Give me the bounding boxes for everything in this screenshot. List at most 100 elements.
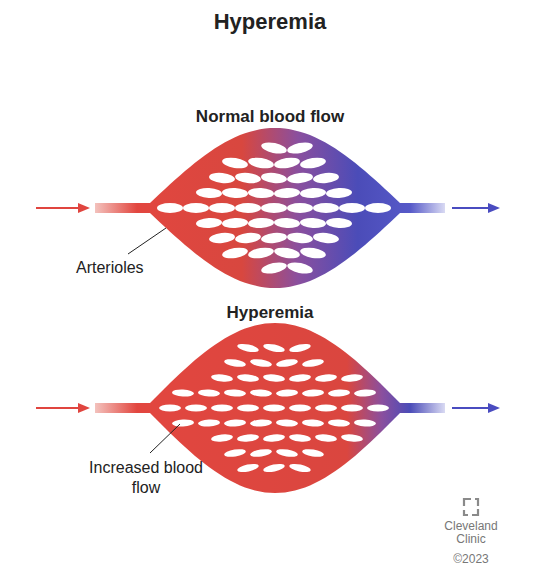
vessel-gap [260,260,288,275]
section-heading: Hyperemia [0,302,540,323]
vessel-gap [263,405,285,412]
vessel-gap [328,419,350,427]
vessel-gap [235,172,262,185]
vessel-gap [261,232,288,245]
part-label: Increased blood flow [86,458,206,498]
vessel-gap [248,187,274,198]
vessel-gap [224,389,246,397]
vessel-gap [237,342,260,353]
vessel-gap [263,433,286,442]
logo-text: Cleveland Clinic [436,520,506,546]
vessel-gap [224,358,247,368]
vessel-gap [198,389,220,397]
vessel-gap [274,217,300,228]
vessel-gap [237,405,259,412]
vessel-gap [209,172,236,185]
vessel-gap [250,389,272,397]
vessel-gap [248,217,274,228]
vessel-gap [211,433,234,442]
vessel-gap [276,389,298,397]
vessel-gap [250,419,272,427]
vessel-gap [286,140,314,155]
leader-line [128,228,166,254]
vessel-gap [300,187,326,198]
vessel-gap [209,232,236,245]
vessel-gap [365,203,391,213]
vessel-gap [287,203,313,213]
vessel-gap [235,232,262,245]
vessel-gap [276,419,298,427]
vessel-gap [261,203,287,213]
vessel-gap [276,448,299,458]
vessel-gap [326,217,352,228]
vessel-gap [302,389,324,397]
vessel-gap [326,187,352,198]
logo-icon [464,499,478,515]
vessel-gap [302,448,325,458]
vessel-gap [221,156,248,170]
vessel-gap [221,246,248,260]
vessel-gap [172,389,194,397]
vessel-gap [157,203,183,213]
vessel-gap [247,246,274,260]
vessel-gap [261,172,288,185]
vessel-gap [289,462,312,473]
vessel-gap [273,156,300,170]
vessel-gap [315,433,338,442]
vessel-gap [367,405,389,412]
vessel-gap [341,405,363,412]
vessel-gap [263,342,286,353]
vessel-gap [274,187,300,198]
vessel-gap [222,217,248,228]
copyright-note: ©2023 [436,552,506,567]
diagram-title: Hyperemia [0,8,540,36]
vessel-gap [237,462,260,473]
vessel-gap [235,203,261,213]
vessel-gap [224,419,246,427]
vessel-gap [172,419,194,427]
vessel-gap [313,172,340,185]
vessel-gap [196,217,222,228]
vessel-gap [354,419,376,427]
vessel-gap [287,232,314,245]
vessel-gap [224,448,247,458]
vessel-gap [315,373,338,382]
vessel-gap [302,358,325,368]
vessel-gap [300,217,326,228]
vessel-gap [299,246,326,260]
vessel-gap [289,405,311,412]
vessel-gap [302,419,324,427]
vessel-gap [339,203,365,213]
normal-vessel-network [95,128,445,288]
vessel-gap [183,203,209,213]
vessel-outline [95,128,445,288]
vessel-gap [211,373,234,382]
vessel-gap [237,373,260,382]
section-heading: Normal blood flow [0,106,540,127]
vessel-gap [341,373,364,382]
vessel-gap [299,156,326,170]
part-label: Arterioles [76,258,144,278]
vessel-gap [185,405,207,412]
vessel-gap [209,203,235,213]
leader-line [150,424,180,453]
vessel-gap [273,246,300,260]
vessel-gap [247,156,274,170]
vessel-gap [328,389,350,397]
vessel-gap [287,172,314,185]
vessel-gap [313,232,340,245]
vessel-gap [159,405,181,412]
vessel-gap [250,448,273,458]
vessel-gap [250,358,273,368]
vessel-gap [222,187,248,198]
vessel-gap [341,433,364,442]
vessel-gap [354,389,376,397]
vessel-gap [263,462,286,473]
vessel-gap [198,419,220,427]
vessel-gap [260,140,288,155]
vessel-gap [289,373,312,382]
vessel-gap [276,358,299,368]
vessel-gap [263,373,286,382]
vessel-gap [313,203,339,213]
